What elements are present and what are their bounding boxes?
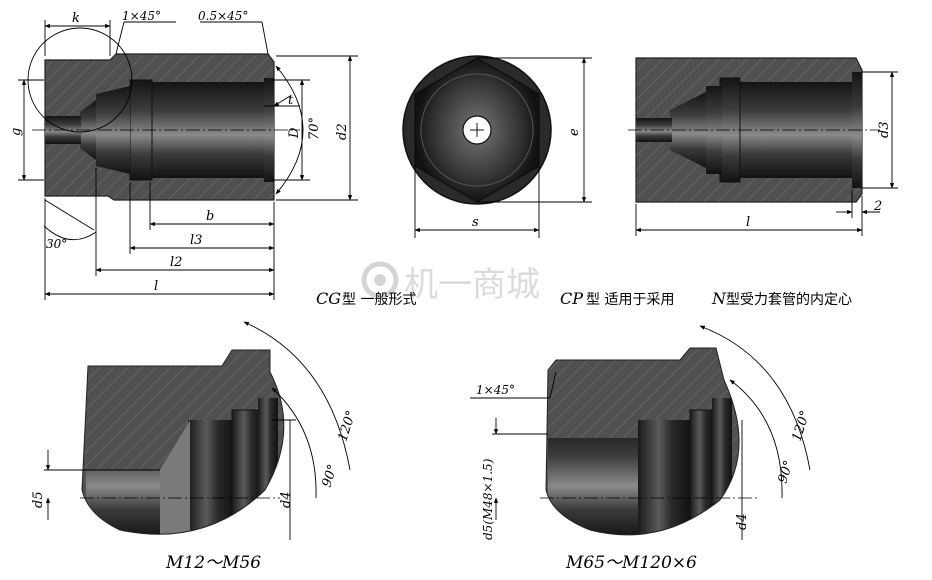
caption-cp-code: CP: [560, 289, 583, 308]
caption-cp-text2: 型受力套管的内定心: [726, 292, 852, 308]
label-d2: d2: [335, 123, 350, 140]
label-2: 2: [873, 199, 882, 214]
label-e: e: [567, 128, 582, 136]
end-inner-circle: [420, 73, 534, 187]
label-l2: l2: [170, 255, 182, 270]
detail-small: d5 d4 120° 90° M12～M56: [31, 321, 360, 573]
caption-cp-N: N: [711, 289, 727, 308]
label-120-small: 120°: [336, 409, 360, 443]
label-b: b: [206, 209, 214, 224]
end-view: e s: [402, 55, 592, 238]
label-d5-large: d5(M48×1.5): [481, 458, 495, 540]
label-chamfer-1x45: 1×45°: [122, 9, 161, 23]
cg-dimensions: k 1×45° 0.5×45° g t D 70° d2 30°: [9, 9, 358, 300]
label-d5-small: d5: [31, 491, 46, 508]
label-l: l: [154, 279, 158, 294]
label-90-small: 90°: [320, 463, 341, 490]
captions-top: CG 型 一般形式 CP 型 适用于采用 N 型受力套管的内定心: [316, 289, 852, 308]
label-D: D: [287, 127, 302, 139]
watermark-text: 机一商城: [404, 265, 540, 305]
label-30deg: 30°: [46, 237, 67, 251]
label-s: s: [472, 215, 479, 230]
label-chamfer-05x45: 0.5×45°: [198, 9, 248, 23]
label-chamfer-large: 1×45°: [476, 383, 515, 397]
detail-large: 1×45° d5(M48×1.5) d4 120° 90° M65～M120×6: [470, 325, 813, 573]
label-cp-l: l: [746, 215, 750, 230]
label-90-large: 90°: [776, 459, 797, 486]
caption-detail-small: M12～M56: [165, 553, 261, 573]
label-t: t: [288, 93, 294, 108]
caption-cp-text1: 型 适用于采用: [586, 292, 674, 308]
label-70deg: 70°: [307, 117, 322, 140]
label-d4-large: d4: [735, 513, 750, 530]
label-d4-small: d4: [279, 491, 294, 508]
label-k: k: [72, 11, 80, 26]
label-g: g: [9, 128, 24, 136]
cp-cone: [670, 92, 706, 168]
caption-detail-large: M65～M120×6: [565, 553, 697, 573]
cg-bore-cone: [96, 86, 130, 174]
label-d3: d3: [877, 121, 892, 138]
label-l3: l3: [190, 233, 202, 248]
cp-bore-step: [706, 86, 722, 174]
caption-cg-code: CG: [316, 289, 341, 308]
cg-side-view: [27, 27, 300, 201]
caption-cg-text: 型 一般形式: [342, 292, 416, 308]
cp-side-view: d3 l 2: [628, 57, 898, 236]
watermark: 机一商城: [361, 261, 540, 305]
